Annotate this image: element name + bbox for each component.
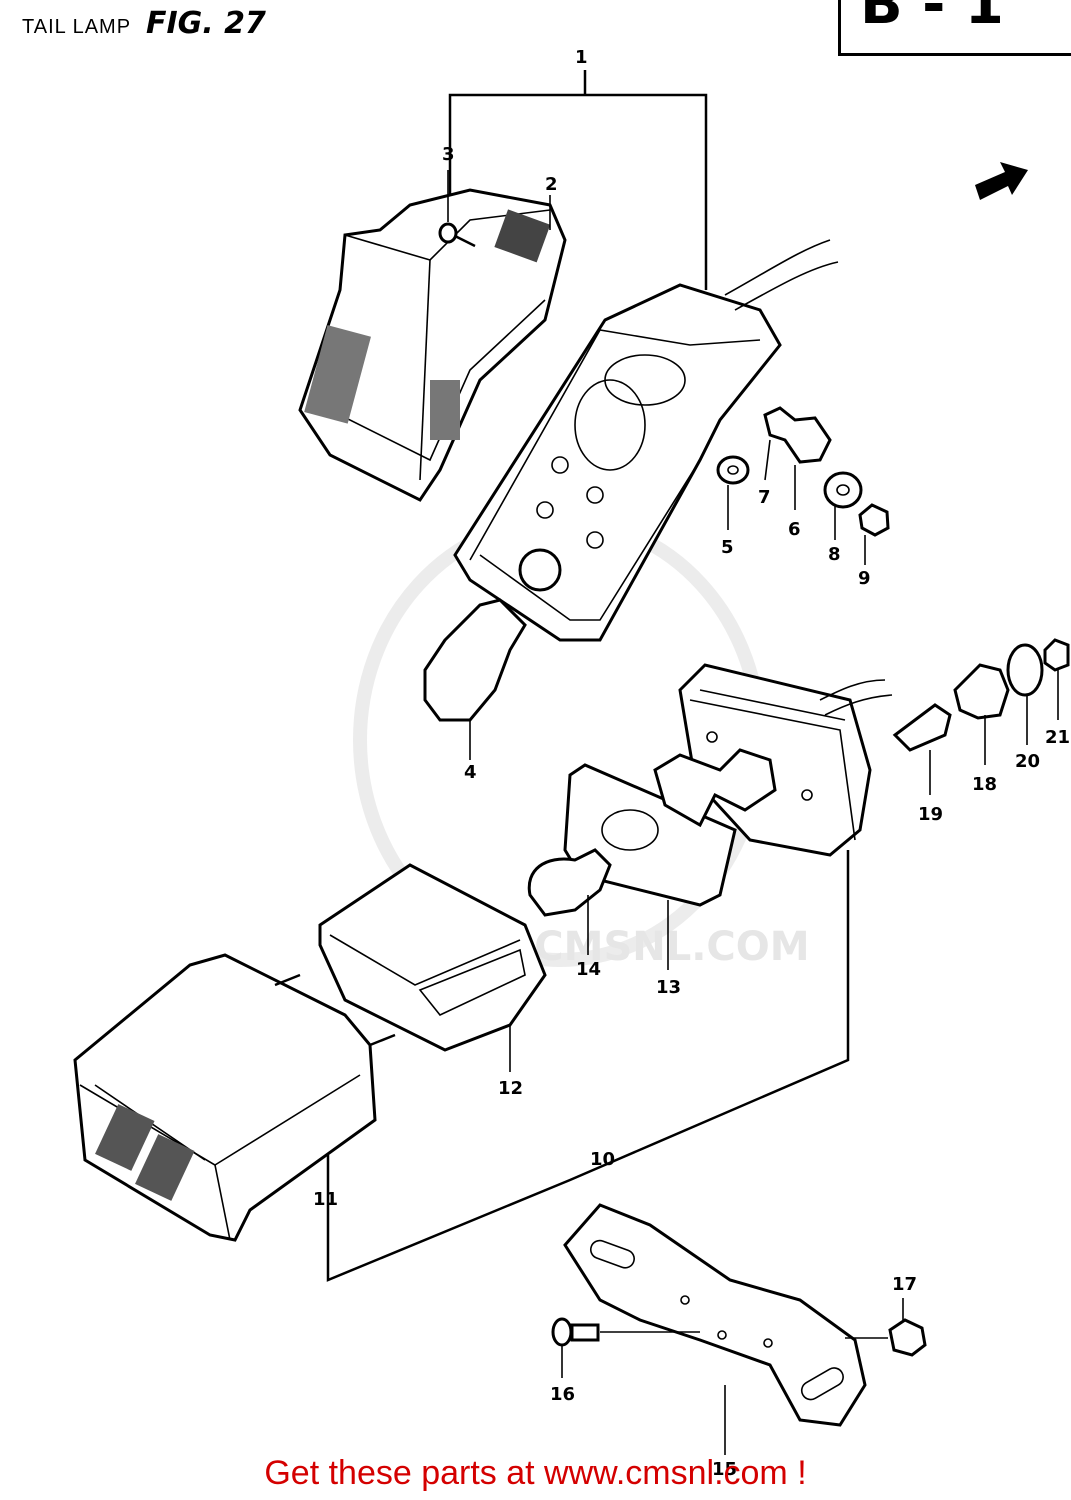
- diagram-title: TAIL LAMP: [22, 16, 132, 38]
- callout-19: 19: [918, 804, 943, 825]
- direction-arrow-icon: [975, 162, 1028, 200]
- screw-3: [438, 222, 476, 248]
- callout-21: 21: [1045, 727, 1070, 748]
- callout-4: 4: [464, 762, 477, 783]
- callout-3: 3: [442, 144, 455, 165]
- callout-14: 14: [576, 959, 601, 980]
- lower-lamp-housing: [678, 663, 893, 857]
- callout-18: 18: [972, 774, 997, 795]
- callout-16: 16: [550, 1384, 575, 1405]
- callout-20: 20: [1015, 751, 1040, 772]
- lens-cover-12: [318, 863, 547, 1052]
- nut-17: [888, 1318, 927, 1357]
- bolt-16: [551, 1317, 600, 1347]
- callout-labels: 1 2 3 4 5 6 7 8 9 10 11 12 13 14 15 16 1…: [313, 47, 1070, 1480]
- figure-number: FIG. 27: [146, 6, 266, 41]
- callout-9: 9: [858, 568, 871, 589]
- callout-11: 11: [313, 1189, 338, 1210]
- callout-1: 1: [575, 47, 588, 68]
- tail-lamp-housing: [453, 239, 839, 642]
- callout-2: 2: [545, 174, 558, 195]
- hardware-5-9: [716, 406, 890, 537]
- callout-5: 5: [721, 537, 734, 558]
- callout-10: 10: [590, 1149, 615, 1170]
- callout-13: 13: [656, 977, 681, 998]
- callout-8: 8: [828, 544, 841, 565]
- lower-lens-11: [73, 953, 396, 1242]
- bulb-4: [423, 598, 527, 722]
- upper-lens: [298, 188, 567, 502]
- footer-link-text[interactable]: Get these parts at www.cmsnl.com !: [264, 1454, 807, 1492]
- section-code-box: [838, 0, 1071, 56]
- mounting-bracket-15: [563, 1203, 867, 1427]
- callout-7: 7: [758, 487, 771, 508]
- callout-15: 15: [712, 1459, 737, 1480]
- callout-12: 12: [498, 1078, 523, 1099]
- bulb-14: [527, 848, 612, 917]
- hardware-18-21: [892, 638, 1070, 752]
- callout-6: 6: [788, 519, 801, 540]
- callout-17: 17: [892, 1274, 917, 1295]
- section-code: B - 1: [860, 0, 1004, 37]
